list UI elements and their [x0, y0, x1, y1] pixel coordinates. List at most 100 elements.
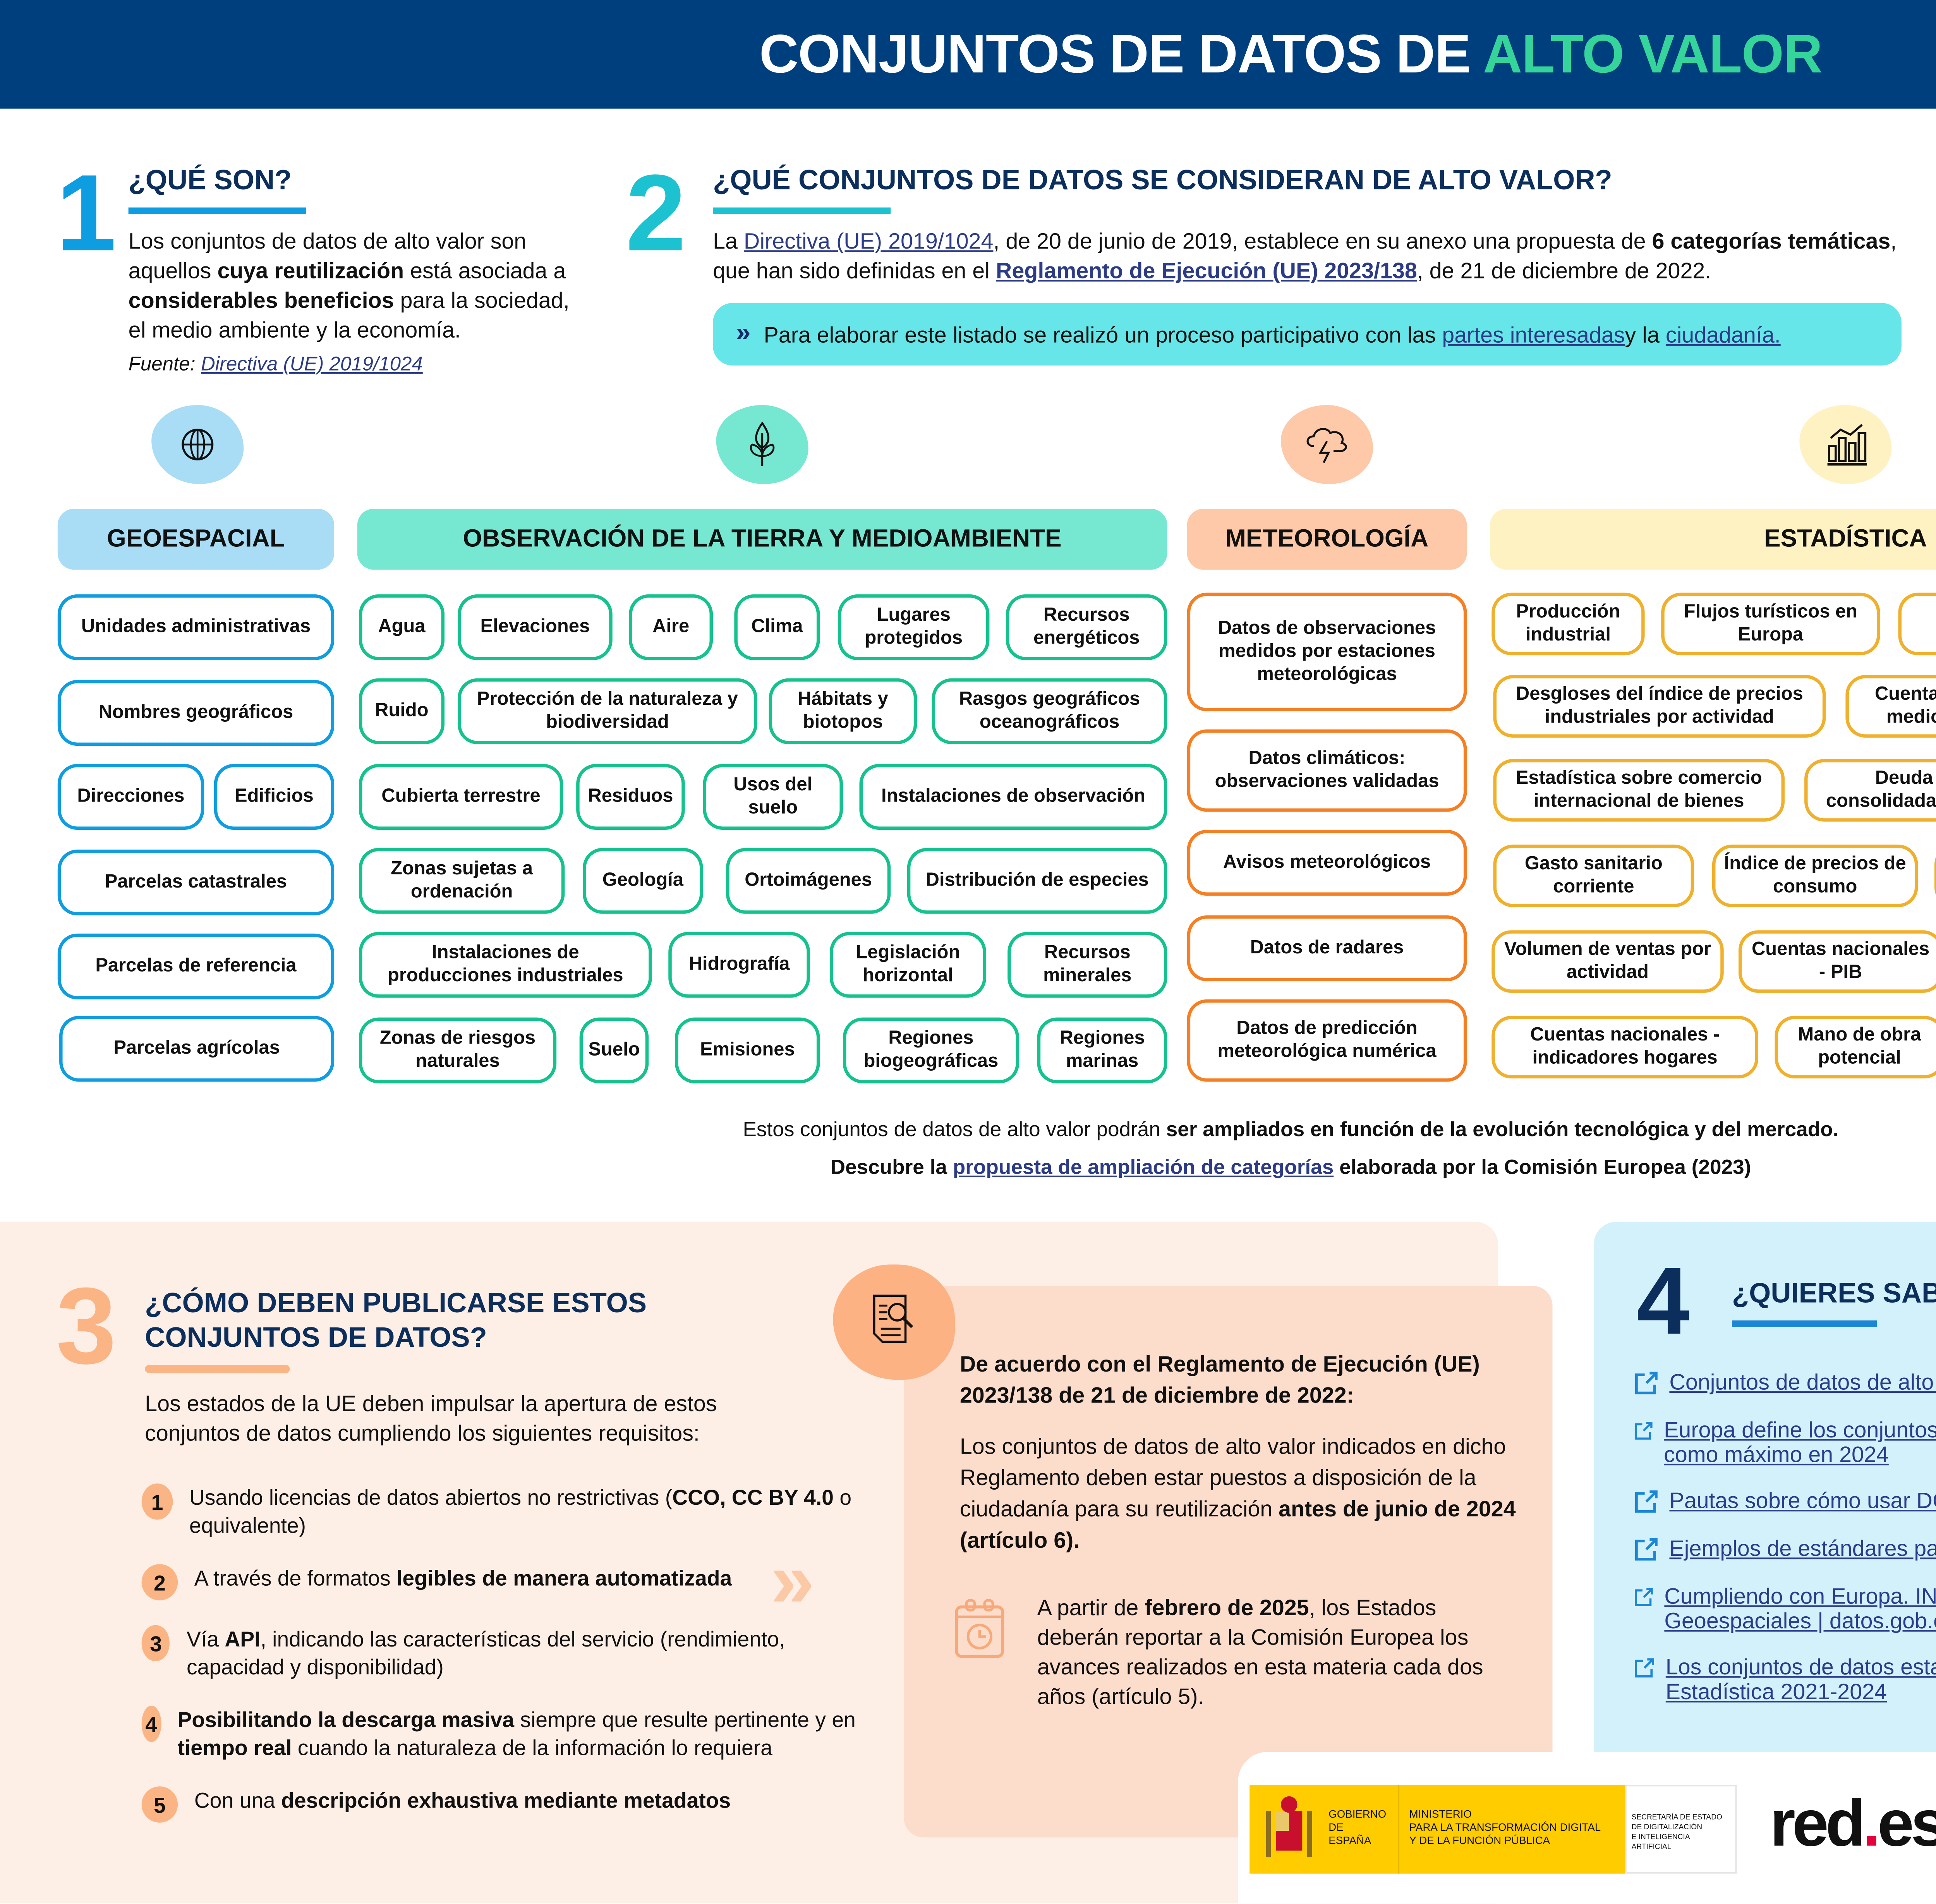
ciudadania-link[interactable]: ciudadanía.	[1665, 322, 1781, 347]
dataset-chip[interactable]: Datos de observaciones medidos por estac…	[1187, 592, 1467, 711]
dataset-chip[interactable]: Desigualdad	[1934, 845, 1936, 907]
external-link-icon	[1635, 1658, 1654, 1677]
section3: ¿CÓMO DEBEN PUBLICARSE ESTOS CONJUNTOS D…	[145, 1286, 754, 1449]
dataset-chip[interactable]: Volumen de ventas por actividad	[1491, 930, 1724, 993]
external-link-item[interactable]: Pautas sobre cómo usar DCAT-AP para la p…	[1633, 1489, 1936, 1515]
dataset-chip[interactable]: Datos climáticos: observaciones validada…	[1187, 729, 1467, 812]
dataset-chip[interactable]: Ortoimágenes	[726, 848, 891, 914]
dataset-chip[interactable]: Cuentas nacionales - PIB	[1739, 930, 1936, 993]
dataset-chip[interactable]: Datos de radares	[1187, 915, 1467, 982]
dataset-chip[interactable]: Recursos energéticos	[1006, 594, 1167, 661]
dataset-chip[interactable]: Zonas sujetas a ordenación	[359, 848, 565, 914]
dataset-chip[interactable]: Emisiones	[675, 1017, 820, 1083]
dataset-chip[interactable]: Cuentas estadísticas medioambientales	[1845, 675, 1936, 738]
proposal-link[interactable]: propuesta de ampliación de categorías	[953, 1155, 1334, 1179]
calendar-clock-icon	[953, 1597, 1006, 1668]
dataset-chip[interactable]: Cubierta terrestre	[359, 764, 563, 830]
dataset-chip[interactable]: Cuentas nacionales - indicadores empresa…	[1898, 592, 1936, 656]
dataset-chip[interactable]: Flujos turísticos en Europa	[1661, 592, 1880, 656]
dataset-chip[interactable]: Legislación horizontal	[829, 932, 986, 998]
dataset-chip[interactable]: Usos del suelo	[703, 764, 843, 830]
title-underline	[128, 207, 306, 214]
number-badge: 1	[141, 1483, 173, 1520]
dataset-chip[interactable]: Distribución de especies	[907, 848, 1167, 914]
dataset-chip[interactable]: Unidades administrativas	[57, 594, 335, 661]
section4-number: 4	[1636, 1248, 1690, 1355]
dataset-chip[interactable]: Gasto sanitario corriente	[1493, 845, 1694, 907]
section1-number: 1	[56, 151, 117, 273]
dataset-chip[interactable]: Parcelas catastrales	[57, 849, 335, 916]
external-link-icon	[1634, 1422, 1653, 1440]
dataset-chip[interactable]: Rasgos geográficos oceanográficos	[932, 678, 1167, 744]
dataset-chip[interactable]: Regiones biogeográficas	[843, 1017, 1019, 1083]
dataset-chip[interactable]: Datos de predicción meteorológica numéri…	[1187, 999, 1467, 1082]
dataset-chip[interactable]: Edificios	[214, 764, 335, 830]
category-header-geo: GEOESPACIAL	[57, 508, 335, 570]
redes-logo: red.es	[1770, 1788, 1936, 1861]
number-badge: 5	[141, 1786, 178, 1823]
dataset-chip[interactable]: Agua	[359, 594, 445, 661]
dataset-chip[interactable]: Aire	[629, 594, 713, 661]
external-link-item[interactable]: Ejemplos de estándares para homogeneizar…	[1633, 1536, 1936, 1562]
coat-of-arms-icon	[1266, 1796, 1312, 1858]
dataset-chip[interactable]: Producción industrial	[1491, 592, 1645, 656]
directiva-link[interactable]: Directiva (UE) 2019/1024	[201, 352, 423, 376]
dataset-chip[interactable]: Suelo	[579, 1017, 649, 1083]
partes-interesadas-link[interactable]: partes interesadas	[1442, 322, 1625, 347]
obs-category-icon	[716, 405, 808, 484]
dataset-chip[interactable]: Zonas de riesgos naturales	[359, 1017, 557, 1083]
dataset-chip[interactable]: Clima	[734, 594, 820, 661]
dataset-chip[interactable]: Recursos minerales	[1007, 932, 1167, 998]
dataset-chip[interactable]: Elevaciones	[458, 594, 613, 661]
external-link-icon	[1635, 1538, 1658, 1561]
directiva-link-2[interactable]: Directiva (UE) 2019/1024	[743, 229, 994, 254]
section3-number: 3	[56, 1264, 117, 1387]
dataset-chip[interactable]: Hidrografía	[668, 932, 810, 998]
dataset-chip[interactable]: Estadística sobre comercio internacional…	[1493, 759, 1785, 822]
title-underline	[145, 1365, 290, 1373]
title-accent: ALTO VALOR	[1483, 23, 1823, 84]
geo-category-icon	[151, 405, 244, 484]
dataset-chip[interactable]: Hábitats y biotopos	[769, 678, 917, 744]
dataset-chip[interactable]: Nombres geográficos	[57, 680, 335, 746]
external-link-item[interactable]: Cumpliendo con Europa. INSPIRE y el Regl…	[1633, 1584, 1936, 1633]
external-link-item[interactable]: Europa define los conjuntos de datos de …	[1633, 1418, 1936, 1467]
dataset-chip[interactable]: Índice de precios de consumo	[1712, 845, 1918, 907]
dataset-chip[interactable]: Protección de la naturaleza y biodiversi…	[458, 678, 757, 744]
dataset-chip[interactable]: Cuentas nacionales - indicadores hogares	[1491, 1016, 1759, 1078]
number-badge: 4	[141, 1705, 161, 1742]
document-search-icon	[873, 1295, 913, 1343]
dataset-chip[interactable]: Regiones marinas	[1037, 1017, 1167, 1083]
number-badge: 3	[141, 1625, 170, 1662]
dataset-chip[interactable]: Lugares protegidos	[838, 594, 990, 661]
participation-callout: » Para elaborar este listado se realizó …	[713, 303, 1902, 366]
dataset-chip[interactable]: Deuda bruta consolidadade las AAP	[1804, 759, 1936, 822]
dataset-chip[interactable]: Parcelas de referencia	[57, 933, 335, 999]
external-link-icon	[1635, 1372, 1658, 1394]
number-badge: 2	[141, 1564, 178, 1600]
dataset-chip[interactable]: Mano de obra potencial	[1775, 1016, 1936, 1078]
reglamento-link[interactable]: Reglamento de Ejecución (UE) 2023/138	[995, 258, 1417, 283]
section1-text: Los conjuntos de datos de alto valor son…	[128, 229, 570, 343]
dataset-chip[interactable]: Residuos	[576, 764, 685, 830]
more-links-list: Conjuntos de datos de alto valor: una vi…	[1633, 1370, 1936, 1704]
dataset-chip[interactable]: Desgloses del índice de precios industri…	[1493, 675, 1826, 738]
est-category-icon	[1799, 405, 1892, 484]
dataset-chip[interactable]: Geología	[583, 848, 703, 914]
dataset-chip[interactable]: Instalaciones de observación	[859, 764, 1167, 830]
external-link-item[interactable]: Conjuntos de datos de alto valor: una vi…	[1633, 1370, 1936, 1396]
external-link-item[interactable]: Los conjuntos de datos estadísticos de a…	[1633, 1655, 1936, 1704]
requirement-item: 1 Usando licencias de datos abiertos no …	[141, 1483, 866, 1540]
reporting-deadline: A partir de febrero de 2025, los Estados…	[1037, 1595, 1483, 1709]
requirements-list: 1 Usando licencias de datos abiertos no …	[141, 1483, 866, 1823]
dataset-chip[interactable]: Avisos meteorológicos	[1187, 829, 1467, 896]
dataset-chip[interactable]: Parcelas agrícolas	[59, 1016, 335, 1082]
expansion-note: Estos conjuntos de datos de alto valor p…	[743, 1118, 1839, 1141]
double-chevron-icon: »	[736, 319, 751, 348]
plant-icon	[750, 421, 775, 466]
dataset-chip[interactable]: Ruido	[359, 678, 445, 744]
dataset-chip[interactable]: Instalaciones de producciones industrial…	[359, 932, 652, 998]
dataset-chip[interactable]: Direcciones	[57, 764, 204, 830]
